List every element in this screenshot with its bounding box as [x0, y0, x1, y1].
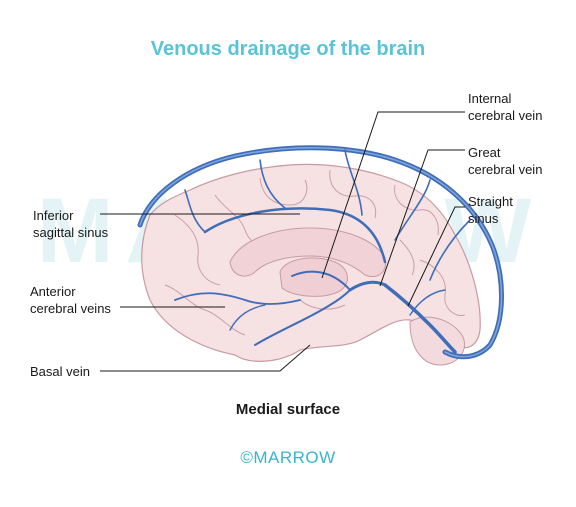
internal-cerebral-vein-path [291, 270, 351, 291]
diagram-caption: Medial surface [235, 401, 341, 418]
label-basal-vein: Basal vein [30, 364, 90, 379]
leader-great-cerebral-vein [379, 149, 465, 287]
page-title: Venous drainage of the brain [150, 38, 426, 60]
inferior-sagittal-sinus [203, 207, 387, 264]
label-anterior-cerebral-veins: Anterior cerebral veins [30, 284, 111, 316]
straight-sinus [383, 283, 457, 354]
leader-lines [100, 111, 465, 372]
brand-logo-text: ©MARROW [240, 448, 336, 467]
anterior-cerebral-vein [174, 292, 301, 306]
basal-vein-path [254, 289, 351, 346]
label-internal-cerebral-vein: Internal cerebral vein [468, 91, 543, 123]
label-great-cerebral-vein: Great cerebral vein [468, 145, 543, 177]
label-straight-sinus: Straight sinus [468, 194, 513, 226]
leader-basal-vein [100, 344, 311, 372]
leader-internal-cerebral-vein [321, 111, 465, 279]
label-inferior-sagittal-sinus: Inferior sagittal sinus [33, 208, 109, 240]
leader-straight-sinus [407, 206, 465, 307]
corpus-callosum [229, 227, 387, 277]
great-cerebral-vein-path [348, 280, 387, 292]
veins [137, 145, 504, 360]
thalamus [279, 257, 348, 297]
